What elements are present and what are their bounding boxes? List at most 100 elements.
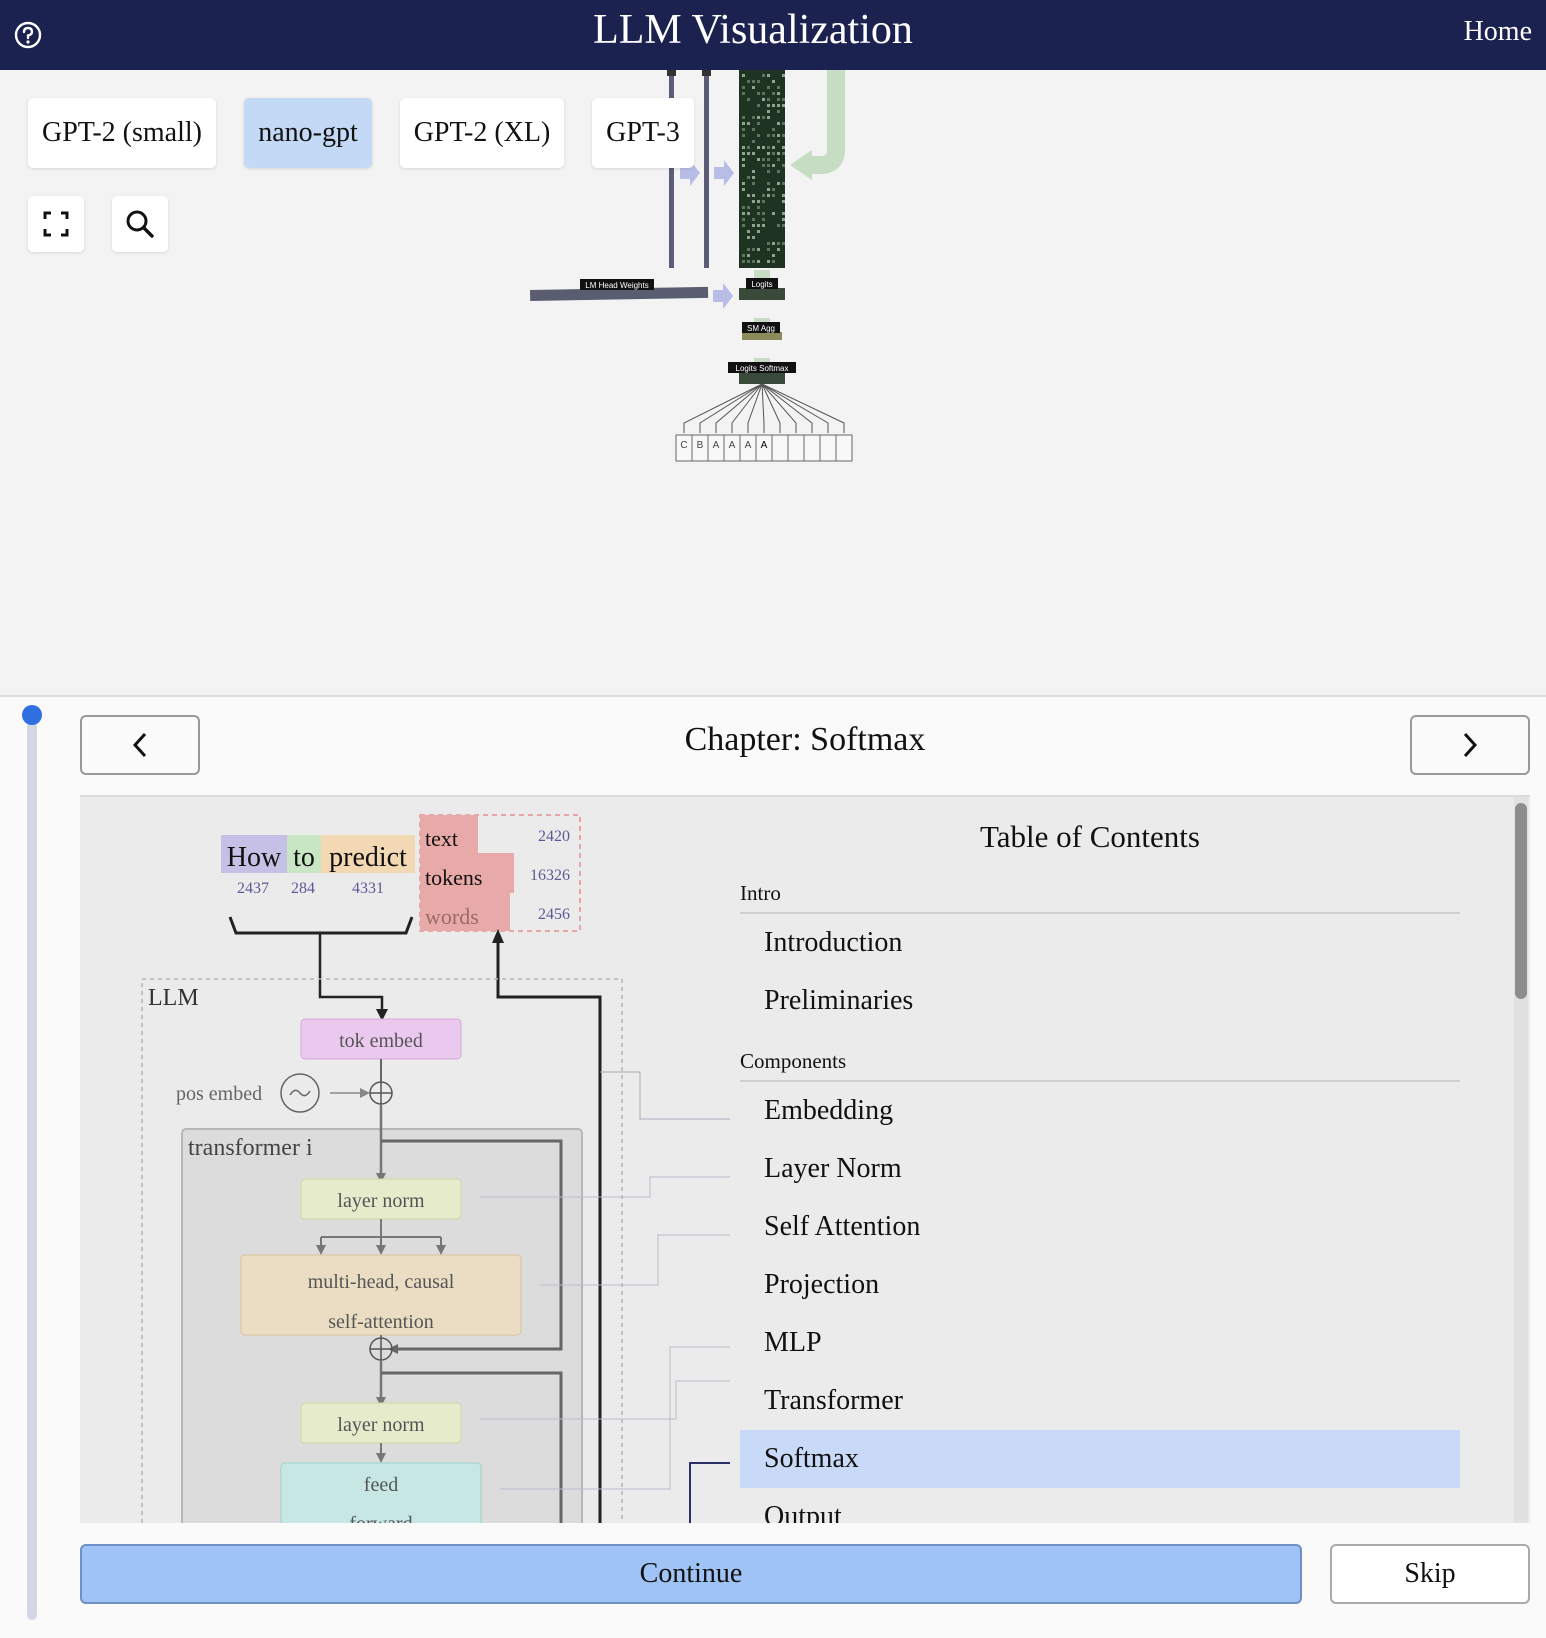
toc-item-layer-norm[interactable]: Layer Norm [764, 1153, 902, 1184]
toc-item-embedding[interactable]: Embedding [764, 1095, 894, 1126]
matrix-cell [762, 116, 765, 119]
matrix-cell [757, 116, 760, 119]
matrix-cell [747, 152, 750, 155]
matrix-cell [742, 260, 745, 263]
matrix-cell [742, 254, 745, 257]
logits-label: Logits [751, 280, 772, 289]
matrix-cell [767, 242, 770, 245]
toc-item-preliminaries[interactable]: Preliminaries [764, 985, 914, 1016]
fan-line [683, 383, 763, 433]
matrix-cell [752, 140, 755, 143]
matrix-cell [747, 194, 750, 197]
matrix-cell [747, 212, 750, 215]
chapter-content[interactable]: How to predict 2437 284 4331 text tokens… [80, 795, 1530, 1523]
tok-embed-label: tok embed [339, 1030, 423, 1052]
skip-button[interactable]: Skip [1330, 1544, 1530, 1604]
fan-line [761, 383, 845, 433]
token-word: predict [329, 842, 407, 873]
toc-item-softmax[interactable]: Softmax [740, 1430, 1460, 1488]
matrix-cell [777, 158, 780, 161]
matrix-cell [747, 98, 750, 101]
feed-forward-box [280, 1462, 482, 1523]
legend-label: tokens [425, 865, 482, 890]
toc-item-mlp[interactable]: MLP [764, 1327, 822, 1358]
matrix-cell [772, 92, 775, 95]
matrix-cell [752, 182, 755, 185]
matrix-cell [772, 146, 775, 149]
matrix-cell [757, 224, 760, 227]
toc-item-introduction[interactable]: Introduction [764, 927, 903, 958]
matrix-cell [752, 80, 755, 83]
attention-label: self-attention [328, 1311, 434, 1333]
content-scrollbar[interactable] [1514, 797, 1528, 1523]
matrix-cell [757, 200, 760, 203]
fullscreen-button[interactable] [28, 196, 84, 252]
top-bar: LLM Visualization Home [0, 0, 1546, 70]
prev-chapter-button[interactable] [80, 715, 200, 775]
model-visualization[interactable]: LM Head Weights Logits SM Agg Logits Sof… [0, 70, 1546, 695]
legend-value: 16326 [530, 867, 570, 884]
logits-bar [739, 288, 785, 300]
matrix-cell [757, 104, 760, 107]
matrix-cell [742, 212, 745, 215]
matrix-cell [767, 164, 770, 167]
matrix-cell [757, 92, 760, 95]
matrix-cell [777, 92, 780, 95]
model-button-gpt2-small[interactable]: GPT-2 (small) [28, 98, 216, 168]
matrix-cell [767, 248, 770, 251]
model-button-gpt2-xl[interactable]: GPT-2 (XL) [400, 98, 564, 168]
matrix-cell [767, 110, 770, 113]
matrix-cell [782, 134, 785, 137]
token-chip [287, 835, 321, 873]
home-link[interactable]: Home [1463, 16, 1532, 47]
matrix-cell [767, 194, 770, 197]
toc-item-output[interactable]: Output [764, 1501, 842, 1523]
next-chapter-button[interactable] [1410, 715, 1530, 775]
model-button-gpt3[interactable]: GPT-3 [592, 98, 694, 168]
matrix-cell [742, 122, 745, 125]
toc-item-projection[interactable]: Projection [764, 1269, 880, 1300]
matrix-cell [742, 224, 745, 227]
matrix-cell [757, 146, 760, 149]
toc-item-transformer[interactable]: Transformer [764, 1385, 903, 1416]
output-token-cell [803, 434, 821, 462]
matrix-cell [772, 242, 775, 245]
model-button-nano-gpt[interactable]: nano-gpt [244, 98, 372, 168]
matrix-cell [752, 260, 755, 263]
matrix-cell [777, 224, 780, 227]
matrix-cell [772, 104, 775, 107]
output-token-label: A [745, 440, 752, 451]
matrix-cell [772, 188, 775, 191]
matrix-cell [742, 146, 745, 149]
matrix-cell [742, 92, 745, 95]
feed-forward-label: forward [349, 1513, 412, 1523]
matrix-cell [747, 80, 750, 83]
token-id: 2437 [237, 880, 269, 897]
output-token-label: A [713, 440, 720, 451]
matrix-cell [767, 188, 770, 191]
llm-3d-view[interactable]: LM Head Weights Logits SM Agg Logits Sof… [0, 70, 1546, 695]
token-chip [321, 835, 415, 873]
matrix-cell [767, 170, 770, 173]
scrollbar-thumb[interactable] [1515, 803, 1527, 999]
toc-section-components: Components [740, 1049, 1460, 1082]
matrix-cell [742, 74, 745, 77]
progress-track[interactable] [27, 715, 37, 1620]
output-token-cell [819, 434, 837, 462]
matrix-cell [772, 80, 775, 83]
logits-softmax-label: Logits Softmax [736, 364, 789, 373]
search-button[interactable] [112, 196, 168, 252]
continue-button[interactable]: Continue [80, 1544, 1302, 1604]
matrix-cell [757, 122, 760, 125]
matrix-cell [752, 218, 755, 221]
help-icon[interactable] [13, 20, 43, 50]
matrix-cell [742, 188, 745, 191]
matrix-cell [772, 194, 775, 197]
transformer-label: transformer i [188, 1135, 313, 1161]
toc-item-self-attention[interactable]: Self Attention [764, 1211, 921, 1242]
matrix-cell [782, 146, 785, 149]
matrix-cell [747, 248, 750, 251]
progress-handle[interactable] [22, 705, 42, 725]
matrix-cell [777, 122, 780, 125]
